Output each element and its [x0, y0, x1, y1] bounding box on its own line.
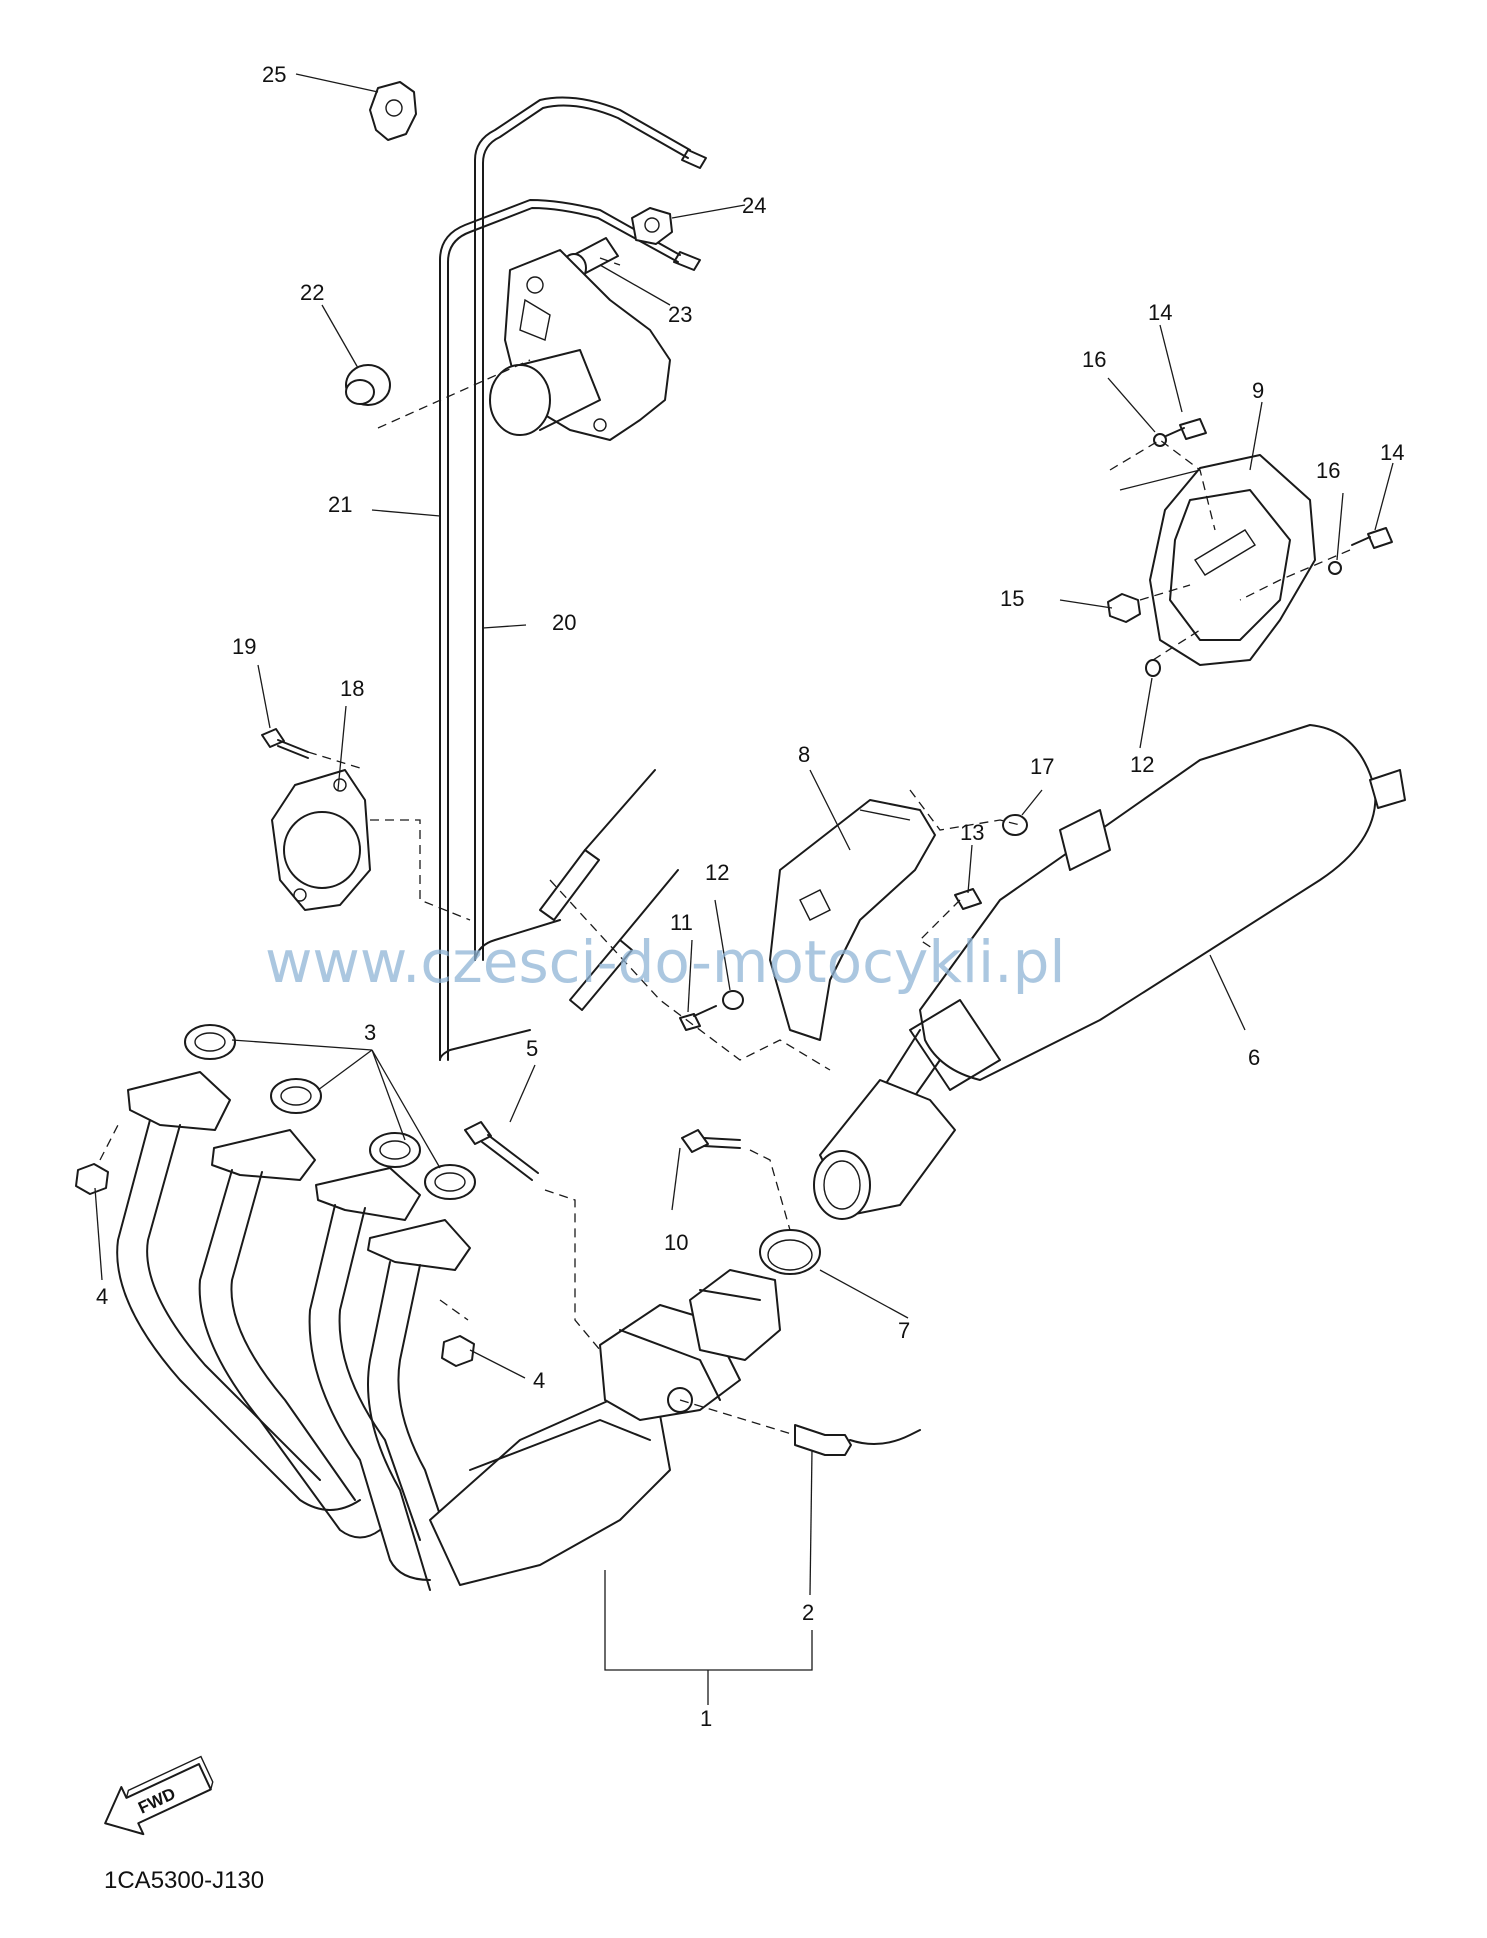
callout-6: 6 — [1248, 1045, 1260, 1070]
part-servo-motor — [489, 249, 671, 441]
part-bolt-11 — [679, 1005, 717, 1031]
part-clamp-25 — [369, 81, 417, 141]
callout-12b: 12 — [1130, 752, 1154, 777]
callout-12a: 12 — [705, 860, 729, 885]
callout-14b: 14 — [1380, 440, 1404, 465]
part-bolt-19 — [261, 728, 309, 759]
callout-16a: 16 — [1082, 347, 1106, 372]
callout-16b: 16 — [1316, 458, 1340, 483]
callout-25: 25 — [262, 62, 286, 87]
callout-24: 24 — [742, 193, 766, 218]
callout-14a: 14 — [1148, 300, 1172, 325]
callout-10: 9 — [1252, 378, 1264, 403]
callout-23: 23 — [668, 302, 692, 327]
part-grommet-17 — [1002, 814, 1028, 836]
part-washer-16b — [1328, 561, 1342, 575]
part-plate-18 — [271, 769, 371, 911]
part-washer-12a — [722, 990, 744, 1010]
part-endcap-10 — [1149, 454, 1316, 666]
part-nut-4b — [441, 1335, 475, 1367]
callout-5: 5 — [526, 1036, 538, 1061]
callout-2: 2 — [802, 1600, 814, 1625]
callout-9: 8 — [798, 742, 810, 767]
callout-19: 19 — [232, 634, 256, 659]
callout-21: 21 — [328, 492, 352, 517]
callout-20: 20 — [552, 610, 576, 635]
callout-15: 15 — [1000, 586, 1024, 611]
callout-7: 7 — [898, 1318, 910, 1343]
part-bolt-8 — [681, 1129, 741, 1153]
callout-22: 22 — [300, 280, 324, 305]
assembly-lines — [99, 257, 1351, 1436]
fwd-arrow-icon: FWD — [104, 1755, 214, 1836]
leader-lines — [94, 73, 1394, 1705]
callout-4b: 4 — [533, 1368, 545, 1393]
part-joint-pipe — [813, 1079, 956, 1220]
callout-8: 10 — [664, 1230, 688, 1255]
part-cover-9 — [769, 799, 936, 1041]
part-gasket-7 — [759, 1229, 821, 1275]
part-sensor-2 — [794, 1424, 921, 1456]
part-header-pipes-1 — [116, 1071, 781, 1591]
callout-11: 11 — [670, 910, 693, 935]
callout-3: 3 — [364, 1020, 376, 1045]
part-cables-20-21 — [439, 96, 707, 1061]
callout-18: 18 — [340, 676, 364, 701]
part-damper-13 — [954, 888, 982, 910]
watermark: www.czesci-do-motocykli.pl — [265, 928, 1066, 996]
callout-1: 1 — [700, 1706, 712, 1731]
part-nut-4a — [75, 1163, 109, 1195]
callout-13: 13 — [960, 820, 984, 845]
part-bolt-14b — [1351, 527, 1393, 549]
part-washer-12b — [1145, 659, 1161, 677]
part-grommet-22 — [345, 364, 391, 406]
part-nut-15 — [1107, 593, 1141, 623]
part-nut-24 — [631, 207, 673, 245]
part-gaskets-3 — [184, 1024, 476, 1200]
diagram-code: 1CA5300-J130 — [104, 1867, 264, 1894]
callout-4a: 4 — [96, 1284, 108, 1309]
callout-17: 17 — [1030, 754, 1054, 779]
part-bolt-14a — [1165, 418, 1207, 440]
part-washer-16a — [1153, 433, 1167, 447]
part-bolt-5 — [464, 1121, 539, 1181]
